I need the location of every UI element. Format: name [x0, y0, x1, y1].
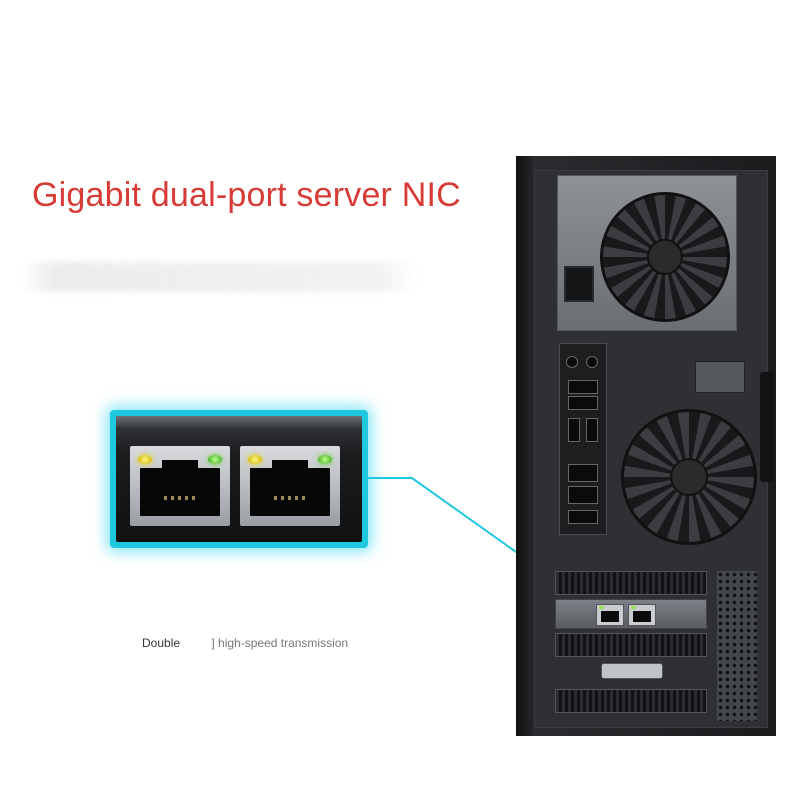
cooling-fan-icon [621, 409, 757, 545]
faded-subtitle [22, 262, 417, 292]
headline: Gigabit dual-port server NIC [32, 176, 461, 214]
expansion-slots [555, 571, 707, 721]
io-panel [559, 343, 607, 535]
rj45-port-icon [596, 604, 624, 626]
lock-tab [695, 361, 745, 393]
rj45-port-icon [240, 446, 340, 526]
rj45-port-icon [130, 446, 230, 526]
activity-led-icon [208, 455, 222, 464]
nic-bracket-closeup [116, 416, 362, 542]
link-led-icon [138, 455, 152, 464]
tower-rear-panel [534, 170, 768, 728]
link-led-icon [248, 455, 262, 464]
caption-part1: Double [142, 636, 181, 650]
computer-tower [516, 156, 776, 736]
activity-led-icon [318, 455, 332, 464]
cooling-fan-icon [600, 192, 730, 322]
side-handle [760, 372, 774, 482]
nic-zoom-callout [110, 410, 368, 548]
caption: Double ] high-speed transmission [142, 636, 348, 650]
rj45-port-icon [628, 604, 656, 626]
caption-part2: ] high-speed transmission [211, 636, 349, 650]
power-socket-icon [564, 266, 594, 302]
vent-grille [717, 571, 757, 721]
serial-port-icon [601, 663, 663, 679]
power-supply [557, 175, 737, 331]
nic-card-bracket [555, 599, 707, 629]
